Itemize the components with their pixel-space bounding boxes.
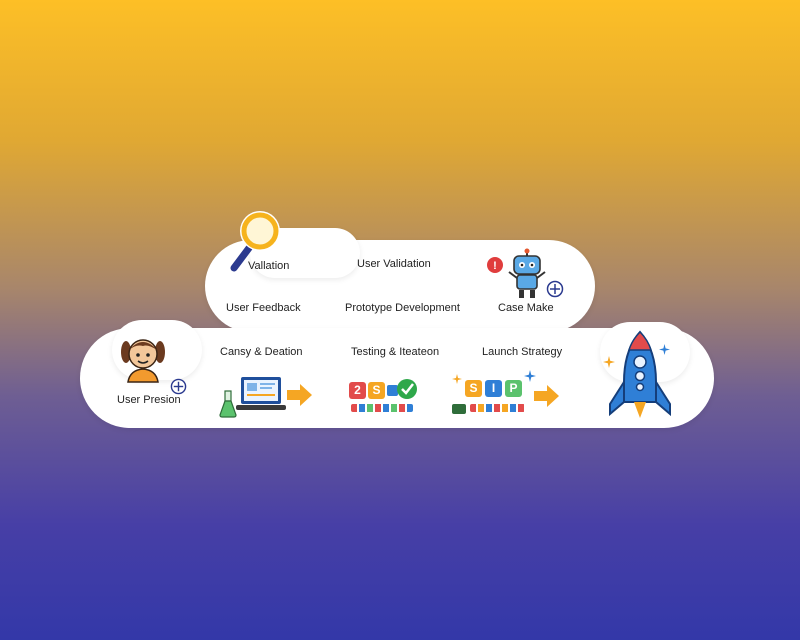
label-user-presion: User Presion xyxy=(117,394,181,406)
tile-strip xyxy=(351,404,413,412)
person-avatar-icon xyxy=(121,339,165,383)
rocket-icon xyxy=(609,330,671,418)
tile: S xyxy=(465,380,482,397)
label-testing-iteration: Testing & Iteateon xyxy=(351,346,440,358)
arrow-right-icon xyxy=(287,384,312,406)
label-user-validation: User Validation xyxy=(357,258,431,270)
sparkle-icon xyxy=(603,356,615,368)
robot-icon xyxy=(508,248,546,298)
label-case-make: Case Make xyxy=(498,302,554,314)
label-cansy-deation: Cansy & Deation xyxy=(220,346,303,358)
flask-icon xyxy=(219,390,237,418)
svg-text:!: ! xyxy=(493,260,497,272)
alert-badge-icon: ! xyxy=(487,257,503,273)
tile: S xyxy=(368,382,385,399)
sparkle-icon xyxy=(524,370,536,382)
tile: I xyxy=(485,380,502,397)
plus-circle-icon xyxy=(546,280,564,298)
card-icon xyxy=(452,404,466,414)
arrow-right-icon xyxy=(534,385,559,407)
sparkle-icon xyxy=(452,374,462,384)
label-prototype-development: Prototype Development xyxy=(345,302,460,314)
label-launch-strategy: Launch Strategy xyxy=(482,346,563,358)
testing-tiles: 2 S xyxy=(349,378,419,418)
check-circle-icon xyxy=(397,379,417,399)
plus-circle-icon xyxy=(170,378,187,395)
tile: 2 xyxy=(349,382,366,399)
laptop-icon xyxy=(236,377,286,410)
sparkle-icon xyxy=(659,344,670,355)
tile-strip xyxy=(470,404,525,412)
magnifier-icon xyxy=(230,211,280,272)
label-validation: Vallation xyxy=(248,260,290,272)
tile: P xyxy=(505,380,522,397)
tile xyxy=(387,385,398,396)
label-user-feedback: User Feedback xyxy=(226,302,301,314)
launch-tiles: S I P xyxy=(452,370,562,420)
